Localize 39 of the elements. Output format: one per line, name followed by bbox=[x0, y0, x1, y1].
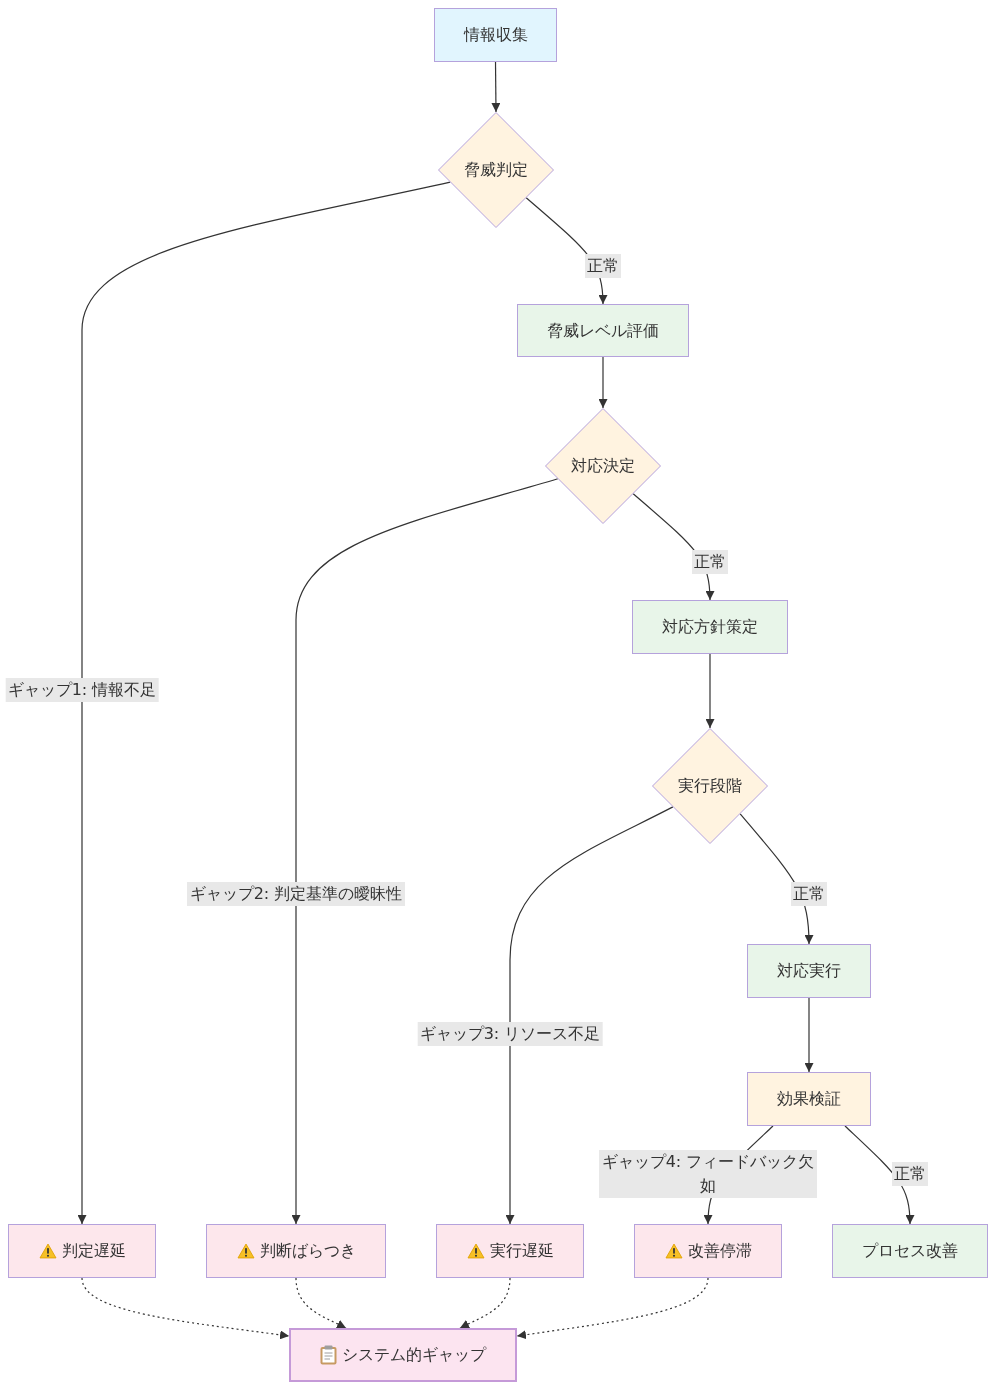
arrow bbox=[77, 181, 451, 1225]
edge-label: 正常 bbox=[585, 254, 621, 278]
edge-label: 正常 bbox=[692, 550, 728, 574]
arrow bbox=[291, 478, 559, 1225]
node-label: 改善停滞 bbox=[687, 1240, 752, 1262]
edge-label: 正常 bbox=[791, 882, 827, 906]
arrow bbox=[844, 1125, 915, 1225]
dotted-arrow bbox=[516, 1277, 709, 1340]
edge-label: ギャップ4: フィードバック欠如 bbox=[599, 1150, 817, 1198]
node-label: 判断ばらつき bbox=[259, 1240, 356, 1262]
arrow bbox=[804, 997, 814, 1073]
process-box bbox=[436, 1224, 584, 1278]
arrow bbox=[491, 61, 501, 113]
decision-diamond: 対応決定 bbox=[545, 408, 661, 524]
process-box bbox=[8, 1224, 156, 1278]
process-box bbox=[634, 1224, 782, 1278]
arrow bbox=[705, 653, 715, 729]
dotted-arrow bbox=[459, 1277, 511, 1329]
process-box: 対応方針策定 bbox=[632, 600, 788, 654]
process-box: プロセス改善 bbox=[832, 1224, 988, 1278]
dotted-arrow bbox=[81, 1277, 290, 1340]
node-label: 実行遅延 bbox=[489, 1240, 554, 1262]
edge-label: ギャップ1: 情報不足 bbox=[5, 678, 159, 702]
edge-label: ギャップ2: 判定基準の曖昧性 bbox=[187, 882, 405, 906]
edge-label: 正常 bbox=[892, 1162, 928, 1186]
process-box: 対応実行 bbox=[747, 944, 871, 998]
arrow bbox=[505, 806, 674, 1225]
process-box: 効果検証 bbox=[747, 1072, 871, 1126]
process-box: 脅威レベル評価 bbox=[517, 304, 689, 357]
decision-diamond: 脅威判定 bbox=[438, 112, 554, 228]
process-box bbox=[289, 1328, 517, 1382]
decision-diamond: 実行段階 bbox=[652, 728, 768, 844]
dotted-arrow bbox=[295, 1277, 347, 1329]
arrow bbox=[598, 356, 608, 409]
node-label: 判定遅延 bbox=[61, 1240, 126, 1262]
edge-label: ギャップ3: リソース不足 bbox=[417, 1022, 603, 1046]
process-box: 情報収集 bbox=[434, 8, 557, 62]
node-label: システム的ギャップ bbox=[342, 1344, 486, 1366]
process-box bbox=[206, 1224, 386, 1278]
